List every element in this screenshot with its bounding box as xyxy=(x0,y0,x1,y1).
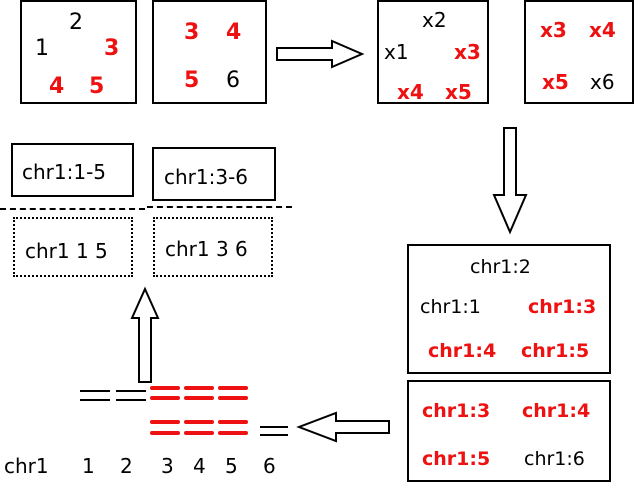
position-box-f: chr1:3 chr1:4 chr1:5 chr1:6 xyxy=(407,380,611,482)
position-e-item: chr1:4 xyxy=(428,340,497,362)
set-c-item: x4 xyxy=(397,80,424,104)
coverage-bar-pos6 xyxy=(260,426,288,428)
coverage-bar-pos3 xyxy=(150,396,180,400)
coverage-bar-pos3 xyxy=(150,420,180,424)
set-a-item: 4 xyxy=(49,74,65,99)
set-c-item: x1 xyxy=(384,40,409,64)
set-d-item: x5 xyxy=(542,70,569,94)
region-box: chr1:3-6 xyxy=(152,147,276,201)
set-a-item: 5 xyxy=(89,74,105,99)
coverage-bar-pos5 xyxy=(218,386,248,390)
set-d-item: x4 xyxy=(589,18,616,42)
coverage-bar-pos3 xyxy=(150,386,180,390)
set-a-item: 1 xyxy=(35,36,49,61)
set-box-a: 2 1 3 4 5 xyxy=(20,0,137,104)
position-f-item: chr1:4 xyxy=(522,400,591,422)
set-d-item: x3 xyxy=(540,18,567,42)
axis-label-pos: 6 xyxy=(263,454,276,478)
arrow-left-icon xyxy=(296,411,390,443)
position-e-item: chr1:1 xyxy=(420,296,481,318)
coverage-bar-pos5 xyxy=(218,396,248,400)
coverage-bar-pos4 xyxy=(184,396,214,400)
coverage-bar-pos4 xyxy=(184,431,214,435)
position-e-item: chr1:5 xyxy=(521,340,590,362)
coverage-bar-pos2 xyxy=(116,399,146,401)
position-f-item: chr1:3 xyxy=(422,400,491,422)
set-b-item: 5 xyxy=(184,68,200,93)
coverage-bar-pos5 xyxy=(218,431,248,435)
axis-label-pos: 5 xyxy=(225,454,238,478)
region-label: chr1:1-5 xyxy=(22,160,107,184)
separator-line xyxy=(0,208,145,210)
coverage-bar-pos3 xyxy=(150,431,180,435)
axis-label-pos: 2 xyxy=(120,454,133,478)
set-a-item: 2 xyxy=(69,10,83,35)
coverage-bar-pos5 xyxy=(218,420,248,424)
set-b-item: 6 xyxy=(226,68,240,93)
arrow-right-icon xyxy=(276,39,365,69)
region-box: chr1:1-5 xyxy=(11,143,134,197)
position-f-item: chr1:6 xyxy=(524,448,585,470)
position-e-item: chr1:3 xyxy=(528,296,597,318)
arrow-down-icon xyxy=(492,127,528,235)
coverage-bar-pos2 xyxy=(116,390,146,392)
set-c-item: x3 xyxy=(454,40,481,64)
position-e-item: chr1:2 xyxy=(470,256,531,278)
bed-row-box: chr1 3 6 xyxy=(153,217,273,277)
bed-row-label: chr1 3 6 xyxy=(165,237,248,261)
coverage-bar-pos4 xyxy=(184,386,214,390)
arrow-up-icon xyxy=(130,286,160,383)
set-c-item: x2 xyxy=(422,8,447,32)
coverage-bar-pos4 xyxy=(184,420,214,424)
position-f-item: chr1:5 xyxy=(422,448,491,470)
set-b-item: 3 xyxy=(184,20,200,45)
set-d-item: x6 xyxy=(590,70,615,94)
position-box-e: chr1:2 chr1:1 chr1:3 chr1:4 chr1:5 xyxy=(407,244,611,374)
set-a-item: 3 xyxy=(104,36,120,61)
set-b-item: 4 xyxy=(226,20,242,45)
coverage-bar-pos1 xyxy=(80,399,110,401)
set-box-c: x2 x1 x3 x4 x5 xyxy=(377,0,489,104)
axis-label-chrom: chr1 xyxy=(4,454,49,478)
coverage-bar-pos6 xyxy=(260,434,288,436)
region-label: chr1:3-6 xyxy=(164,165,249,189)
axis-label-pos: 3 xyxy=(161,454,174,478)
axis-label-pos: 1 xyxy=(82,454,95,478)
coverage-bar-pos1 xyxy=(80,390,110,392)
bed-row-label: chr1 1 5 xyxy=(25,239,108,263)
axis-label-pos: 4 xyxy=(193,454,206,478)
set-box-b: 3 4 5 6 xyxy=(152,0,267,104)
set-box-d: x3 x4 x5 x6 xyxy=(524,0,634,104)
bed-row-box: chr1 1 5 xyxy=(13,217,133,277)
set-c-item: x5 xyxy=(445,80,472,104)
separator-line xyxy=(147,206,292,208)
